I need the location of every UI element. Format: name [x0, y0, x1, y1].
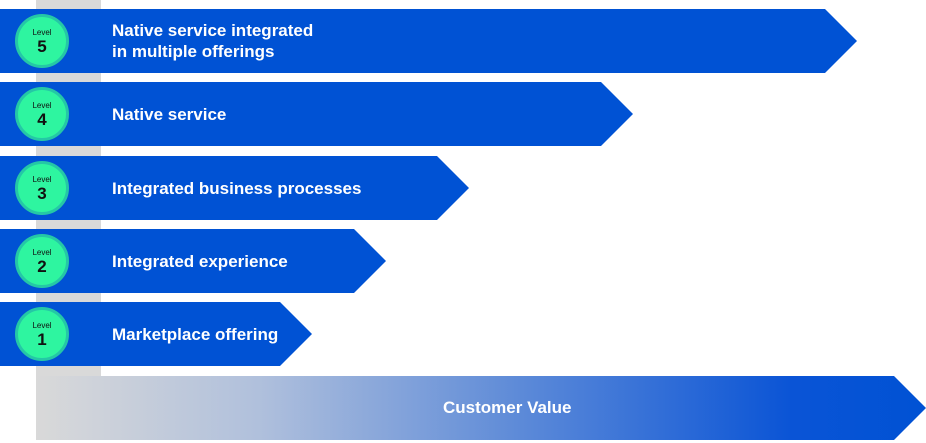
level-4-badge-word: Level — [32, 101, 52, 110]
level-2-label: Integrated experience — [112, 251, 288, 271]
level-4-badge: Level 4 — [15, 87, 69, 141]
level-3-badge: Level 3 — [15, 161, 69, 215]
level-4-badge-number: 4 — [37, 110, 47, 129]
level-5-label: Native service integrated in multiple of… — [112, 21, 314, 61]
level-3-label: Integrated business processes — [112, 178, 362, 198]
level-1-badge-word: Level — [32, 321, 52, 330]
level-2-arrow: Level 2 Integrated experience — [0, 229, 386, 293]
level-2-badge-number: 2 — [37, 257, 47, 276]
level-3-badge-number: 3 — [37, 184, 47, 203]
level-3-badge-word: Level — [32, 175, 52, 184]
level-2-badge: Level 2 — [15, 234, 69, 288]
level-1-badge-number: 1 — [37, 330, 47, 349]
level-1-label: Marketplace offering — [112, 324, 279, 344]
level-5-arrow: Level 5 Native service integrated in mul… — [0, 9, 857, 73]
level-1-badge: Level 1 — [15, 307, 69, 361]
level-5-badge-word: Level — [32, 28, 52, 37]
customer-value-label: Customer Value — [443, 398, 572, 417]
level-5-badge: Level 5 — [15, 14, 69, 68]
customer-value-arrow — [36, 376, 926, 440]
level-3-arrow: Level 3 Integrated business processes — [0, 156, 469, 220]
level-4-label: Native service — [112, 104, 227, 124]
level-4-arrow: Level 4 Native service — [0, 82, 633, 146]
level-5-badge-number: 5 — [37, 37, 47, 56]
level-2-badge-word: Level — [32, 248, 52, 257]
level-1-arrow: Level 1 Marketplace offering — [0, 302, 312, 366]
